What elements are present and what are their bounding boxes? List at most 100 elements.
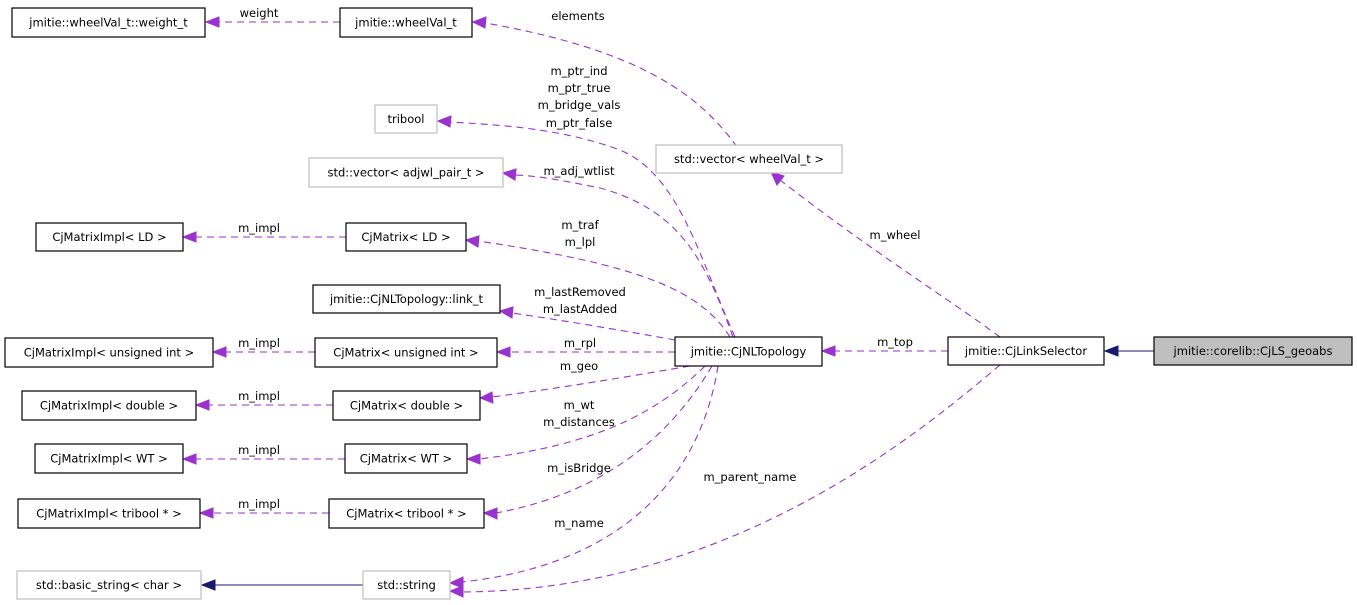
node-wheelval-t[interactable]: jmitie::wheelVal_t (339, 7, 473, 38)
node-impl-ld[interactable]: CjMatrixImpl< LD > (35, 222, 184, 252)
edge-label-wheel: m_wheel (870, 228, 921, 242)
node-matrix-double[interactable]: CjMatrix< double > (332, 390, 481, 421)
edge-label-geo: m_geo (560, 359, 598, 373)
edge-labels: weight elements m_ptr_ind m_ptr_true m_b… (238, 6, 920, 530)
edge-label-name: m_name (554, 516, 604, 530)
edge-wt-distances-arrowhead (465, 453, 481, 465)
edge-label-isbridge: m_isBridge (547, 461, 611, 475)
node-impl-double[interactable]: CjMatrixImpl< double > (21, 390, 197, 421)
node-label: jmitie::CjNLTopology (690, 345, 807, 359)
edge-parent-name (461, 364, 1001, 593)
edge-inherit-string-arrowhead (200, 579, 216, 591)
edge-label-impl-double: m_impl (238, 389, 280, 403)
edges (181, 16, 1154, 598)
edge-tribool-arrowhead (436, 115, 452, 128)
edge-impl-tribool-arrowhead (198, 507, 214, 519)
edge-label-adj-wtlist: m_adj_wtlist (543, 164, 615, 178)
edge-wheel-arrowhead (770, 171, 785, 186)
node-label: CjMatrix< WT > (360, 452, 452, 466)
edge-geo (491, 365, 691, 398)
node-label: jmitie::corelib::CjLS_geoabs (1173, 344, 1333, 358)
edge-name-arrowhead (448, 576, 464, 589)
node-label: CjMatrixImpl< unsigned int > (24, 346, 194, 360)
edge-label-m-wt: m_wt (564, 398, 595, 412)
edge-label-impl-wt: m_impl (238, 443, 280, 457)
node-impl-wt[interactable]: CjMatrixImpl< WT > (34, 443, 184, 474)
edge-label-m-ptr-true: m_ptr_true (548, 81, 611, 95)
node-label: jmitie::wheelVal_t::weight_t (28, 16, 188, 30)
node-link-t[interactable]: jmitie::CjNLTopology::link_t (312, 284, 501, 314)
edge-traf-lpl (477, 240, 731, 338)
edge-label-m-lastremoved: m_lastRemoved (534, 285, 626, 299)
node-matrix-uint[interactable]: CjMatrix< unsigned int > (314, 337, 498, 368)
node-tribool: tribool (374, 104, 438, 134)
edge-wt-distances (478, 365, 706, 460)
edge-weight-arrowhead (204, 16, 220, 28)
node-vector-wheelval: std::vector< wheelVal_t > (655, 144, 843, 174)
edge-label-rpl: m_rpl (564, 336, 596, 350)
edge-rpl-arrowhead (495, 346, 511, 358)
edge-label-parent-name: m_parent_name (703, 470, 796, 484)
node-vector-adjwl: std::vector< adjwl_pair_t > (308, 157, 504, 188)
node-label: CjMatrix< LD > (361, 230, 450, 244)
edge-label-elements: elements (551, 9, 604, 23)
node-label: jmitie::CjLinkSelector (964, 344, 1087, 358)
edge-tribool (449, 121, 736, 338)
edge-impl-ld-arrowhead (181, 231, 197, 243)
edge-label-m-lpl: m_lpl (565, 235, 596, 249)
node-matrix-ld[interactable]: CjMatrix< LD > (345, 222, 467, 252)
edge-impl-wt-arrowhead (181, 453, 197, 465)
node-label: jmitie::CjNLTopology::link_t (329, 292, 484, 306)
edge-adj-wtlist-arrowhead (501, 168, 517, 181)
edge-label-impl-ld: m_impl (238, 221, 280, 235)
edge-elements-arrowhead (471, 16, 487, 29)
edge-link-t-arrowhead (498, 306, 514, 319)
node-label: CjMatrix< tribool * > (346, 507, 466, 521)
edge-label-impl-uint: m_impl (238, 336, 280, 350)
node-label: CjMatrix< unsigned int > (333, 346, 478, 360)
node-matrix-wt[interactable]: CjMatrix< WT > (344, 443, 468, 474)
node-label: CjMatrixImpl< tribool * > (36, 507, 182, 521)
edge-label-impl-tribool: m_impl (238, 497, 280, 511)
node-label: tribool (388, 112, 425, 126)
node-label: std::string (377, 578, 436, 592)
edge-label-m-bridge-vals: m_bridge_vals (538, 98, 621, 112)
edge-label-m-ptr-ind: m_ptr_ind (550, 64, 607, 78)
edge-top-arrowhead (820, 345, 836, 357)
edge-label-m-ptr-false: m_ptr_false (546, 116, 613, 130)
node-label: CjMatrixImpl< LD > (52, 230, 166, 244)
edge-isbridge (495, 365, 713, 514)
edge-label-weight: weight (240, 6, 279, 20)
edge-label-m-traf: m_traf (561, 218, 599, 232)
node-label: CjMatrixImpl< double > (40, 399, 178, 413)
edge-geo-arrowhead (478, 391, 494, 404)
edge-wheel (779, 179, 1001, 338)
node-label: jmitie::wheelVal_t (354, 16, 457, 30)
node-weight-t[interactable]: jmitie::wheelVal_t::weight_t (11, 7, 206, 38)
edge-impl-double-arrowhead (194, 399, 210, 411)
edge-isbridge-arrowhead (482, 507, 498, 520)
nodes: jmitie::wheelVal_t::weight_t jmitie::whe… (4, 7, 1353, 600)
node-label: std::vector< wheelVal_t > (674, 152, 824, 166)
edge-elements (484, 22, 738, 148)
node-basic-string: std::basic_string< char > (16, 570, 202, 600)
edge-link-t (511, 312, 676, 341)
edge-traf-lpl-arrowhead (464, 235, 480, 248)
node-impl-tribool[interactable]: CjMatrixImpl< tribool * > (17, 498, 201, 529)
node-cjls-geoabs-current: jmitie::corelib::CjLS_geoabs (1153, 336, 1353, 366)
node-std-string: std::string (362, 570, 451, 600)
node-cjnltopology[interactable]: jmitie::CjNLTopology (674, 336, 823, 367)
edge-label-m-lastadded: m_lastAdded (543, 302, 617, 316)
edge-label-top: m_top (877, 335, 913, 349)
node-impl-uint[interactable]: CjMatrixImpl< unsigned int > (4, 337, 214, 368)
edge-name (461, 365, 719, 583)
node-label: std::vector< adjwl_pair_t > (327, 166, 484, 180)
edge-adj-wtlist (514, 174, 734, 338)
node-cjlinkselector[interactable]: jmitie::CjLinkSelector (947, 336, 1105, 366)
node-matrix-tribool[interactable]: CjMatrix< tribool * > (328, 498, 485, 529)
edge-impl-uint-arrowhead (211, 346, 227, 358)
edge-parent-name-arrowhead (448, 585, 464, 598)
node-label: CjMatrixImpl< WT > (50, 452, 168, 466)
edge-label-m-distances: m_distances (543, 415, 615, 429)
